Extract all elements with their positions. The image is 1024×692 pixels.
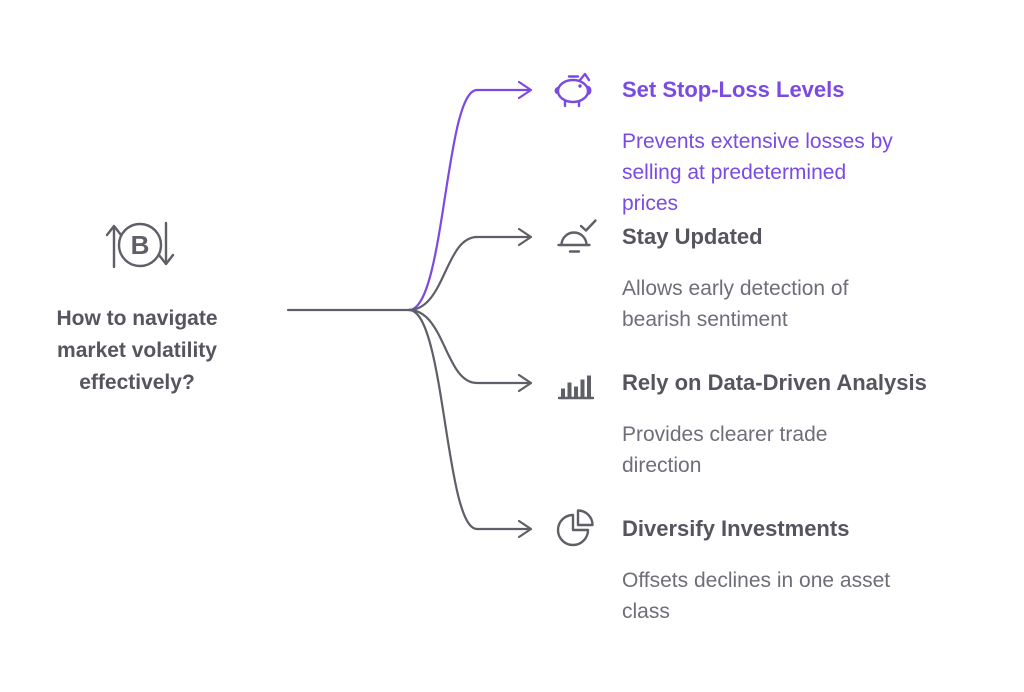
root-question: How to navigate market volatility effect… <box>56 307 218 394</box>
branch-title: Rely on Data-Driven Analysis <box>622 370 927 395</box>
branch-stop-loss: Set Stop-Loss Levels Prevents extensive … <box>550 66 893 219</box>
alarm-check-icon <box>550 213 598 261</box>
branch-description: Allows early detection of bearish sentim… <box>622 277 849 331</box>
branch-line-stop-loss <box>407 88 530 312</box>
piggy-bank-icon <box>550 66 598 114</box>
branch-title: Diversify Investments <box>622 516 850 541</box>
branch-line-analysis <box>407 308 530 385</box>
branch-title: Stay Updated <box>622 224 763 249</box>
branch-line-updated <box>407 235 530 312</box>
arrowhead-diversify <box>517 519 533 539</box>
branch-description: Offsets declines in one asset class <box>622 569 891 623</box>
branch-line-diversify <box>407 308 530 531</box>
branch-diversify: Diversify Investments Offsets declines i… <box>550 505 890 627</box>
branch-title: Set Stop-Loss Levels <box>622 77 845 102</box>
branch-description: Prevents extensive losses by selling at … <box>622 130 893 215</box>
arrowhead-stop-loss <box>517 80 533 100</box>
branch-data-analysis: Rely on Data-Driven Analysis Provides cl… <box>550 359 927 481</box>
arrowhead-updated <box>517 227 533 247</box>
arrowhead-analysis <box>517 373 533 393</box>
svg-text:B: B <box>131 230 150 260</box>
bitcoin-cycle-icon: B <box>92 198 188 294</box>
branch-stay-updated: Stay Updated Allows early detection of b… <box>550 213 848 335</box>
bar-chart-icon <box>550 359 598 407</box>
branch-description: Provides clearer trade direction <box>622 423 828 477</box>
pie-chart-icon <box>550 505 598 553</box>
